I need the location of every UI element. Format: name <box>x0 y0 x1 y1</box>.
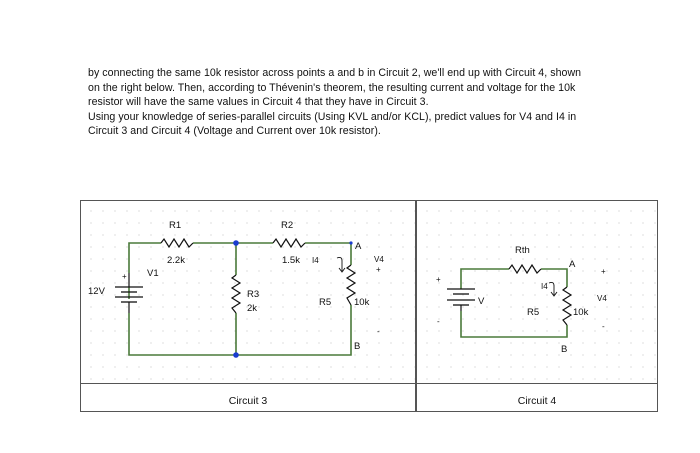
node-dot <box>233 240 239 246</box>
r5-resistor <box>345 264 357 306</box>
circuit3-panel: R1 2.2k R2 1.5k R3 2k R5 10k 12V V1 + I4… <box>80 200 416 412</box>
circuit4-wires <box>460 268 568 338</box>
r2-name: R2 <box>281 220 293 231</box>
voltage-plus: + <box>376 265 381 274</box>
current-arrow-icon <box>548 281 558 297</box>
r1-resistor <box>160 237 194 249</box>
circuit4-caption: Circuit 4 <box>517 395 557 407</box>
circuit3-caption: Circuit 3 <box>228 395 268 407</box>
rth-resistor <box>508 263 542 275</box>
r3-resistor <box>230 274 242 314</box>
paragraph-line: by connecting the same 10k resistor acro… <box>88 67 582 79</box>
r5-name: R5 <box>527 307 539 318</box>
paragraph-line: Circuit 3 and Circuit 4 (Voltage and Cur… <box>88 125 381 138</box>
voltage-label: V4 <box>374 255 384 264</box>
source-plus: + <box>122 272 127 281</box>
circuit4-panel: Rth A I4 R5 10k V4 + - B V + - Circuit 4 <box>416 200 658 412</box>
source-voltage: V <box>478 296 485 307</box>
voltage-minus: - <box>602 322 605 331</box>
current-label: I4 <box>312 256 319 265</box>
r2-value: 1.5k <box>282 255 300 266</box>
current-label: I4 <box>541 282 548 291</box>
node-a-dot <box>349 241 353 245</box>
circuit4-schematic: Rth A I4 R5 10k V4 + - B V + - <box>436 245 607 355</box>
voltage-label: V4 <box>597 294 607 303</box>
current-arrow-icon <box>336 256 346 273</box>
r5-resistor <box>561 286 573 326</box>
source-name: V1 <box>147 268 159 279</box>
r2-resistor <box>272 237 306 249</box>
node-dot <box>233 352 239 358</box>
circuit3-schematic: R1 2.2k R2 1.5k R3 2k R5 10k 12V V1 + I4… <box>88 220 384 358</box>
source-minus: - <box>437 317 440 326</box>
r3-value: 2k <box>247 303 257 314</box>
voltage-plus: + <box>601 267 606 276</box>
node-b-label: B <box>561 344 567 355</box>
node-b-label: B <box>354 341 360 352</box>
rth-name: Rth <box>515 245 530 256</box>
paragraph-line: on the right below. Then, according to T… <box>88 81 576 94</box>
r5-value: 10k <box>354 297 370 308</box>
r3-name: R3 <box>247 289 259 300</box>
r5-value: 10k <box>573 307 589 318</box>
battery-symbol <box>115 273 143 313</box>
r1-name: R1 <box>169 220 181 231</box>
voltage-minus: - <box>377 327 380 336</box>
battery-symbol <box>447 288 475 311</box>
instruction-paragraph: by connecting the same 10k resistor acro… <box>88 66 628 139</box>
paragraph-line: Using your knowledge of series-parallel … <box>88 110 577 123</box>
node-a-label: A <box>569 259 576 270</box>
paragraph-line: resistor will have the same values in Ci… <box>88 96 429 109</box>
caption-band: Circuit 3 <box>81 383 415 411</box>
r5-name: R5 <box>319 297 331 308</box>
node-a-label: A <box>355 241 362 252</box>
caption-band: Circuit 4 <box>417 383 657 411</box>
source-voltage: 12V <box>88 286 106 297</box>
r1-value: 2.2k <box>167 255 185 266</box>
source-plus: + <box>436 275 441 284</box>
